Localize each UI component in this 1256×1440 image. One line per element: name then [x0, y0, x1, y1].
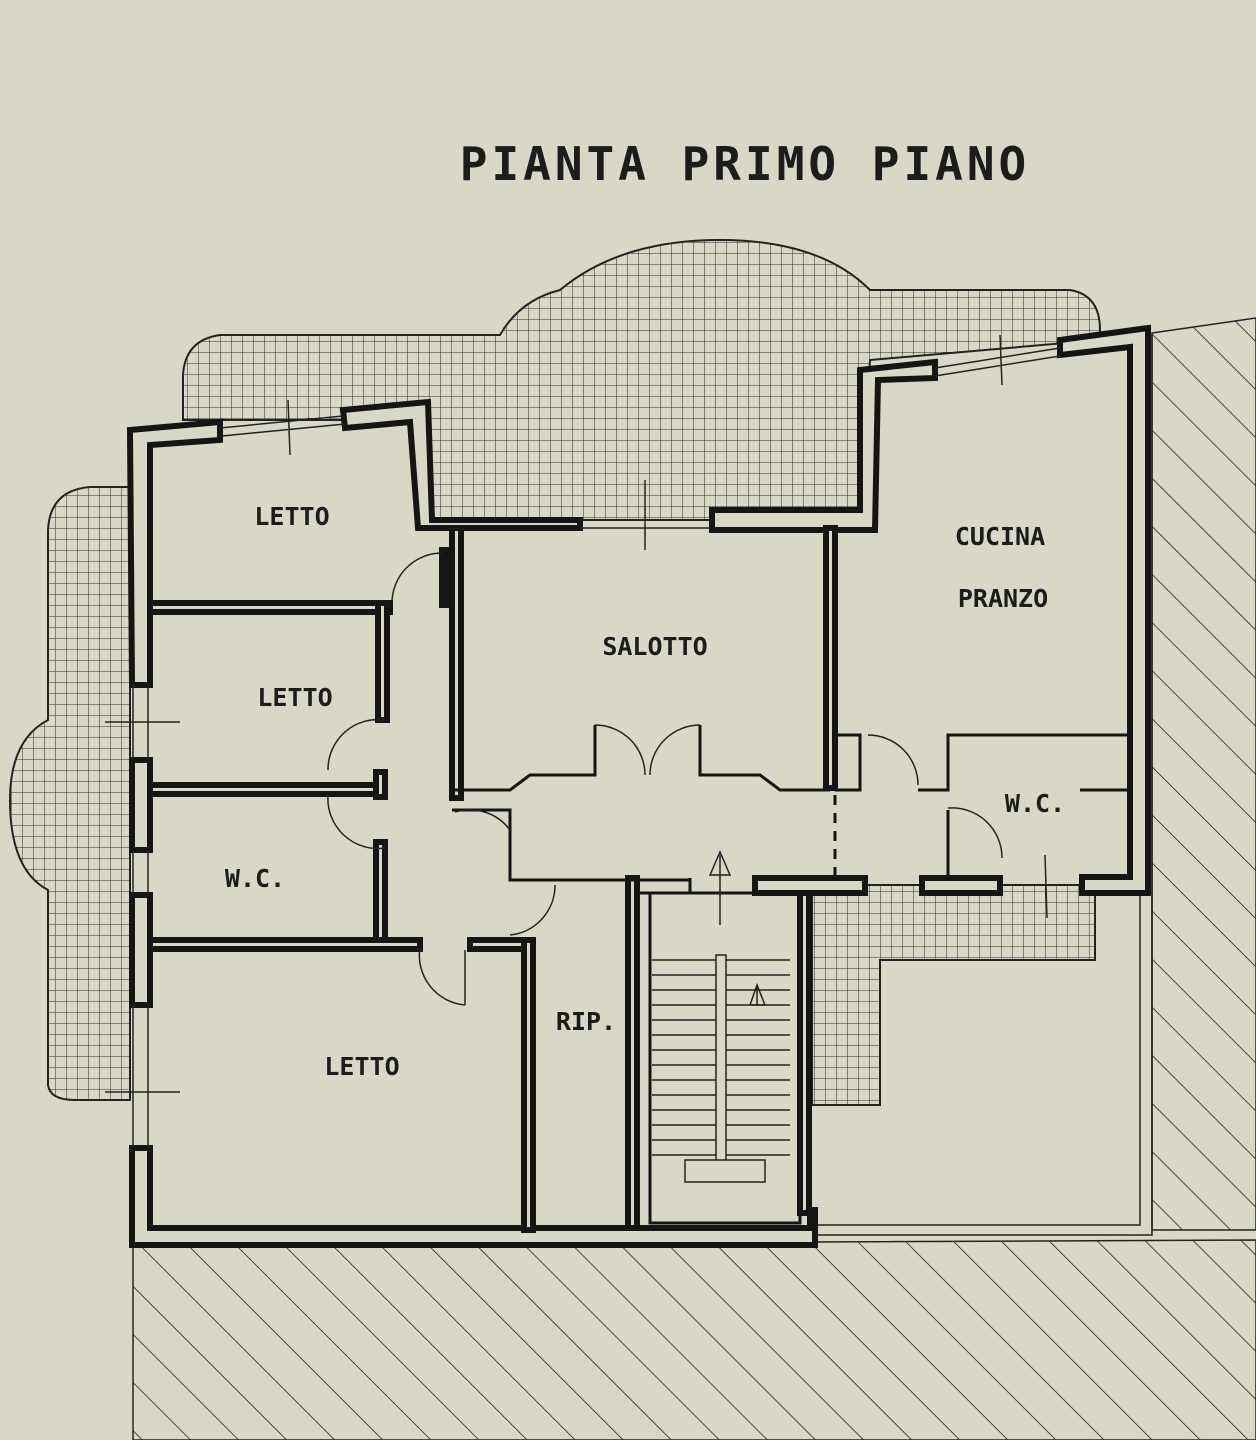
hatched-ground-right [1151, 317, 1256, 1231]
room-label-letto-top: LETTO [254, 502, 329, 531]
window-marks [105, 334, 1061, 1148]
terrace-left [8, 486, 131, 1101]
room-label-rip: RIP. [556, 1007, 616, 1036]
interior-walls [147, 525, 1130, 1233]
outer-walls [126, 324, 1151, 1248]
plan-title: PIANTA PRIMO PIANO [460, 137, 1031, 191]
room-label-letto-bottom: LETTO [324, 1052, 399, 1081]
room-label-letto-mid: LETTO [257, 683, 332, 712]
terrace-bottom-right [811, 884, 1096, 1106]
hatched-ground-bottom [132, 1239, 1256, 1440]
room-label-cucina: CUCINA [955, 522, 1045, 551]
staircase [652, 850, 790, 1183]
door-swings [327, 552, 1003, 1006]
room-label-pranzo: PRANZO [958, 584, 1048, 613]
terrace-top [182, 238, 1101, 521]
room-label-wc-right: W.C. [1005, 789, 1065, 818]
room-label-salotto: SALOTTO [602, 632, 707, 661]
room-label-wc-left: W.C. [225, 864, 285, 893]
